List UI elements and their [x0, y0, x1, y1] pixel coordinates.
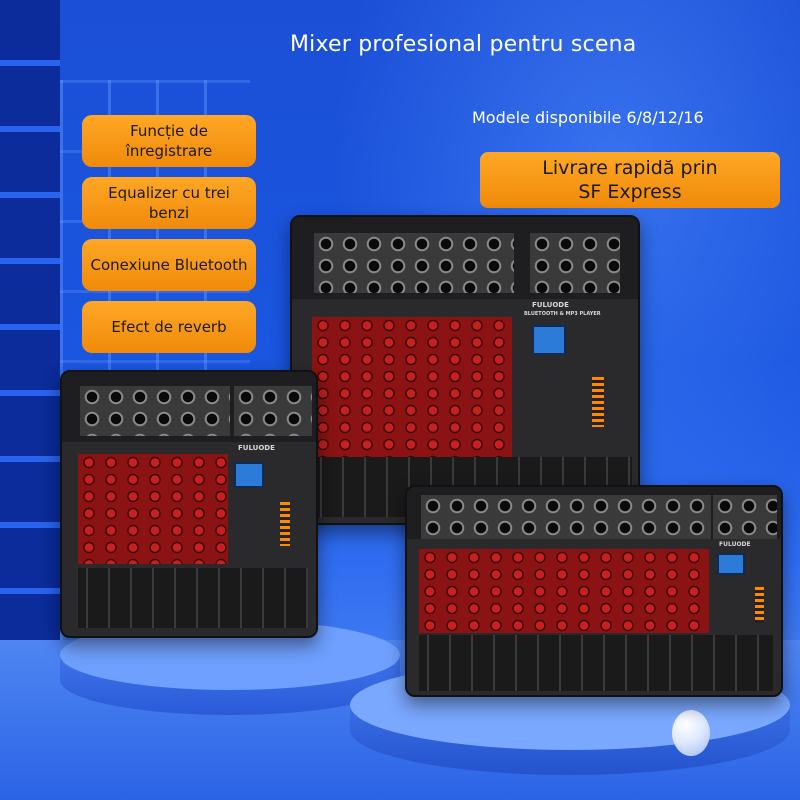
mixer-main-out-jacks [530, 233, 620, 293]
mixer-level-meter [755, 587, 764, 623]
mixer-level-meter [280, 502, 290, 546]
feature-equalizer: Equalizer cu trei benzi [82, 177, 256, 229]
mixer-input-jacks [314, 233, 514, 293]
mixer-faders [419, 635, 773, 691]
shipping-badge-line1: Livrare rapidă prin [542, 157, 718, 179]
mixer-input-jacks [80, 386, 230, 436]
mixer-player-label: BLUETOOTH & MP3 PLAYER [524, 311, 601, 317]
decorative-sphere [672, 710, 710, 756]
mixer-display [234, 462, 264, 488]
mixer-display [532, 325, 566, 355]
mixer-eq-knobs [312, 317, 512, 457]
mixer-brand: FULUODE [719, 541, 751, 548]
mixer-8-channel: FULUODE BLUETOOTH & MP3 PLAYER [290, 215, 640, 525]
feature-bluetooth: Conexiune Bluetooth [82, 239, 256, 291]
feature-recording: Funcție de înregistrare [82, 115, 256, 167]
page-title: Mixer profesional pentru scena [290, 32, 637, 57]
mixer-brand: FULUODE [532, 301, 569, 309]
mixer-brand: FULUODE [238, 444, 275, 452]
mixer-input-jacks [421, 495, 711, 539]
mixer-display [717, 553, 745, 575]
models-available: Modele disponibile 6/8/12/16 [472, 108, 704, 127]
mixer-eq-knobs [419, 549, 709, 633]
shipping-badge: Livrare rapidă prin SF Express [480, 152, 780, 208]
shipping-badge-line2: SF Express [578, 181, 682, 203]
mixer-eq-knobs [78, 454, 228, 564]
mixer-main-out-jacks [713, 495, 777, 539]
mixer-6-channel: FULUODE [60, 370, 318, 638]
mixer-main-out-jacks [234, 386, 312, 436]
mixer-faders [78, 568, 308, 628]
mixer-16-channel: FULUODE [405, 485, 783, 697]
mixer-level-meter [592, 377, 604, 427]
feature-reverb: Efect de reverb [82, 301, 256, 353]
